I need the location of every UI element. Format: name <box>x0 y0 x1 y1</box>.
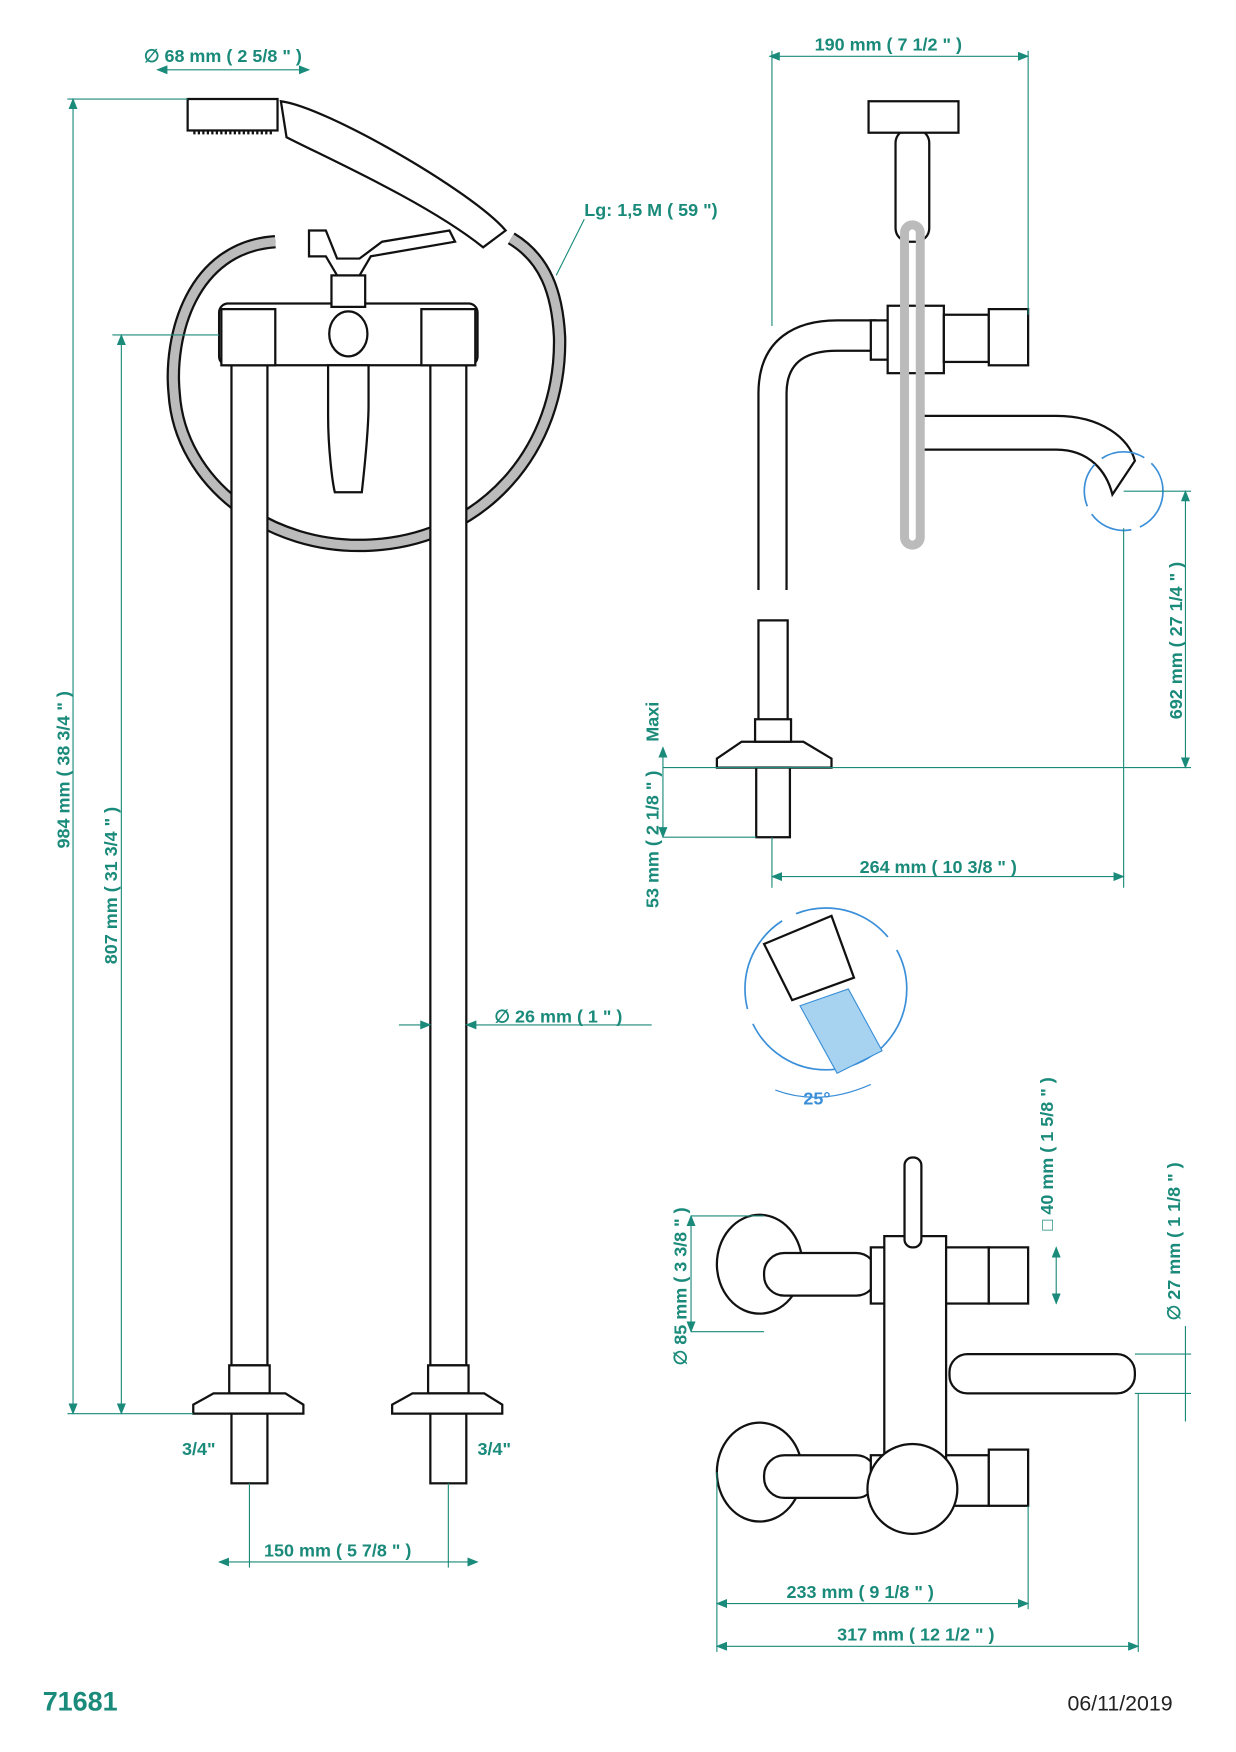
side-shower-head <box>867 100 960 134</box>
shower-head <box>186 97 279 132</box>
rosette-diameter-label: ∅ 85 mm ( 3 3/8 " ) <box>671 1207 691 1365</box>
dimension-lines <box>67 50 1192 1652</box>
product-code: 71681 <box>43 1686 118 1716</box>
spray-angle-label: 25° <box>803 1089 830 1109</box>
side-spout <box>920 414 1137 498</box>
hose-length-label: Lg: 1,5 M ( 59 ") <box>584 200 717 220</box>
left-foot-flange <box>192 1364 305 1485</box>
spout-reach-label: 264 mm ( 10 3/8 " ) <box>860 857 1017 877</box>
pipe-diameter-label: ∅ 26 mm ( 1 " ) <box>494 1007 622 1027</box>
center-distance-label: 150 mm ( 5 7/8 " ) <box>264 1540 411 1560</box>
spout-height-label: 692 mm ( 27 1/4 " ) <box>1166 562 1186 719</box>
thread-left-label: 3/4" <box>182 1439 216 1459</box>
top-width-label: 233 mm ( 9 1/8 " ) <box>787 1582 934 1602</box>
diverter-knob <box>328 310 369 358</box>
right-riser-pipe <box>429 358 468 1367</box>
top-total-width-label: 317 mm ( 12 1/2 " ) <box>837 1625 994 1645</box>
bath-spout <box>326 364 370 494</box>
thread-right-label: 3/4" <box>478 1439 512 1459</box>
top-view <box>715 1156 1136 1536</box>
dimension-labels: ∅ 68 mm ( 2 5/8 " ) 190 mm ( 7 1/2 " ) L… <box>43 35 1186 1717</box>
top-knob <box>866 1442 959 1536</box>
body-height-label: 807 mm ( 31 3/4 " ) <box>101 807 121 964</box>
side-riser-pipe <box>757 319 877 591</box>
drawing-date: 06/11/2019 <box>1067 1691 1172 1715</box>
total-height-label: 984 mm ( 38 3/4 " ) <box>54 691 74 848</box>
left-riser-pipe <box>230 358 269 1367</box>
front-view <box>166 97 567 1485</box>
foot-length-label: 53 mm ( 2 1/8 " ) <box>642 771 662 908</box>
side-view <box>715 100 1164 839</box>
head-diameter-label: ∅ 68 mm ( 2 5/8 " ) <box>144 46 302 66</box>
right-foot-flange <box>391 1364 504 1485</box>
square-size-label: □ 40 mm ( 1 5/8 " ) <box>1037 1077 1057 1230</box>
spray-angle-detail: 25° <box>744 907 908 1109</box>
spout-diameter-label: ∅ 27 mm ( 1 1/8 " ) <box>1164 1162 1184 1320</box>
side-width-label: 190 mm ( 7 1/2 " ) <box>815 35 962 55</box>
maxi-label: Maxi <box>642 702 662 742</box>
hand-shower-handle <box>279 99 508 249</box>
